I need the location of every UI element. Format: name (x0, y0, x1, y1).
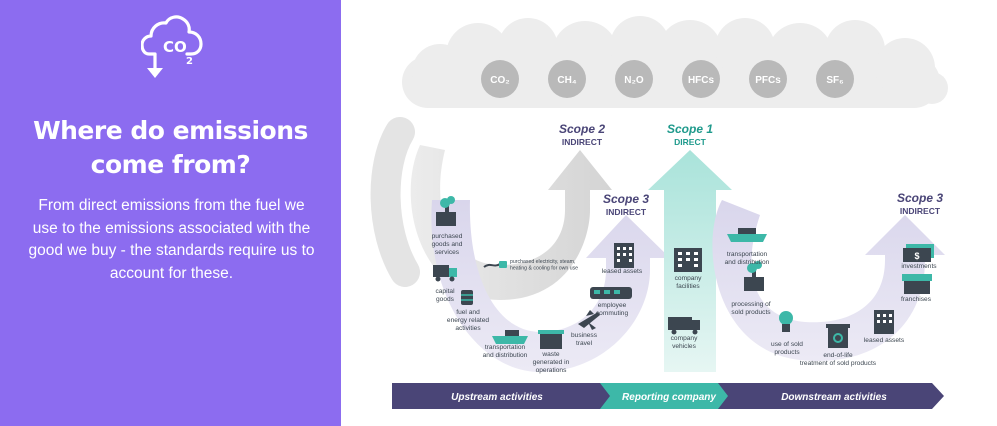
ship-icon (492, 330, 528, 344)
gas-circle: N₂O (615, 60, 653, 98)
svg-text:$: $ (914, 251, 919, 261)
gas-circle: SF₆ (816, 60, 854, 98)
label-purchased-electricity: purchased electricity, steam,heating & c… (510, 259, 578, 272)
scope1-label: Scope 1 (667, 122, 713, 136)
gas-circles: CO₂ CH₄ N₂O HFCs PFCs SF₆ (481, 60, 854, 98)
gas-label: HFCs (688, 75, 715, 86)
svg-text:CO: CO (163, 38, 187, 56)
icons: $ (433, 196, 934, 349)
label-leased-assets-down: leased assets (864, 337, 905, 344)
left-panel: CO 2 Where do emissions come from? From … (0, 0, 341, 426)
scope3-upstream-label: Scope 3 (603, 192, 649, 206)
ship-downstream-icon (727, 228, 767, 242)
store-icon (902, 274, 932, 294)
airplane-icon (578, 310, 600, 330)
downstream-label: Downstream activities (781, 392, 887, 403)
scope3-upstream-arrow (431, 200, 670, 372)
gas-label: CH₄ (557, 75, 576, 86)
diagram-panel: CO₂ CH₄ N₂O HFCs PFCs SF₆ Scope 2 INDIRECT Sc… (341, 0, 997, 426)
scope-labels: Scope 2 INDIRECT Scope 1 DIRECT Scope 3 … (559, 122, 943, 217)
leased-building-down-icon (874, 310, 894, 334)
scope2-type: INDIRECT (562, 137, 603, 147)
scope2-label: Scope 2 (559, 122, 605, 136)
scope3-downstream-type: INDIRECT (900, 206, 941, 216)
gas-label: N₂O (624, 75, 644, 86)
page-title: Where do emissions come from? (33, 116, 308, 179)
label-investments: investments (901, 263, 937, 270)
company-truck-icon (668, 317, 700, 335)
lightbulb-icon (779, 311, 793, 332)
waste-container-icon (538, 330, 564, 349)
cloud-co2-icon: CO 2 (141, 15, 203, 78)
svg-text:2: 2 (186, 56, 193, 67)
label-leased-assets-up: leased assets (602, 268, 643, 275)
emissions-diagram: CO₂ CH₄ N₂O HFCs PFCs SF₆ Scope 2 INDIRECT Sc… (370, 16, 948, 409)
factory-icon (436, 196, 456, 226)
cloud-band (402, 16, 948, 108)
train-icon (590, 287, 632, 299)
company-building-icon (674, 248, 702, 272)
gas-label: PFCs (755, 75, 781, 86)
intro-text: From direct emissions from the fuel we u… (28, 197, 315, 282)
gas-label: SF₆ (826, 75, 843, 86)
reporting-label: Reporting company (622, 392, 716, 403)
gas-circle: PFCs (749, 60, 787, 98)
label-franchises: franchises (901, 296, 932, 303)
scope3-downstream-label: Scope 3 (897, 191, 943, 205)
plug-icon (483, 261, 507, 268)
gas-label: CO₂ (490, 75, 509, 86)
money-icon: $ (903, 244, 934, 262)
fuel-barrel-icon (461, 290, 473, 305)
gas-circle: HFCs (682, 60, 720, 98)
recycle-bin-icon (826, 324, 850, 348)
bottom-bar: Upstream activities Reporting company Do… (392, 383, 944, 409)
scope1-type: DIRECT (674, 137, 706, 147)
scope3-upstream-type: INDIRECT (606, 207, 647, 217)
processing-factory-icon (744, 261, 764, 291)
gas-circle: CH₄ (548, 60, 586, 98)
upstream-label: Upstream activities (451, 392, 543, 403)
gas-circle: CO₂ (481, 60, 519, 98)
leased-building-icon (614, 243, 634, 268)
truck-icon (433, 265, 457, 282)
